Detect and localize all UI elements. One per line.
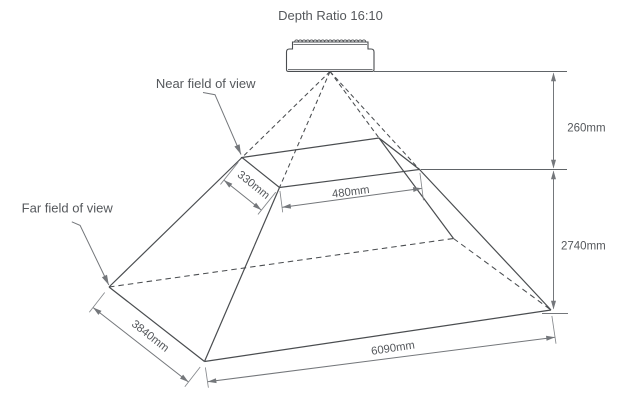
svg-text:Near field of view: Near field of view <box>156 76 256 91</box>
svg-text:2740mm: 2740mm <box>561 240 606 252</box>
svg-text:480mm: 480mm <box>331 184 370 201</box>
svg-text:Depth Ratio 16:10: Depth Ratio 16:10 <box>278 8 383 23</box>
svg-text:Far field of view: Far field of view <box>22 201 114 216</box>
svg-text:260mm: 260mm <box>567 122 605 134</box>
